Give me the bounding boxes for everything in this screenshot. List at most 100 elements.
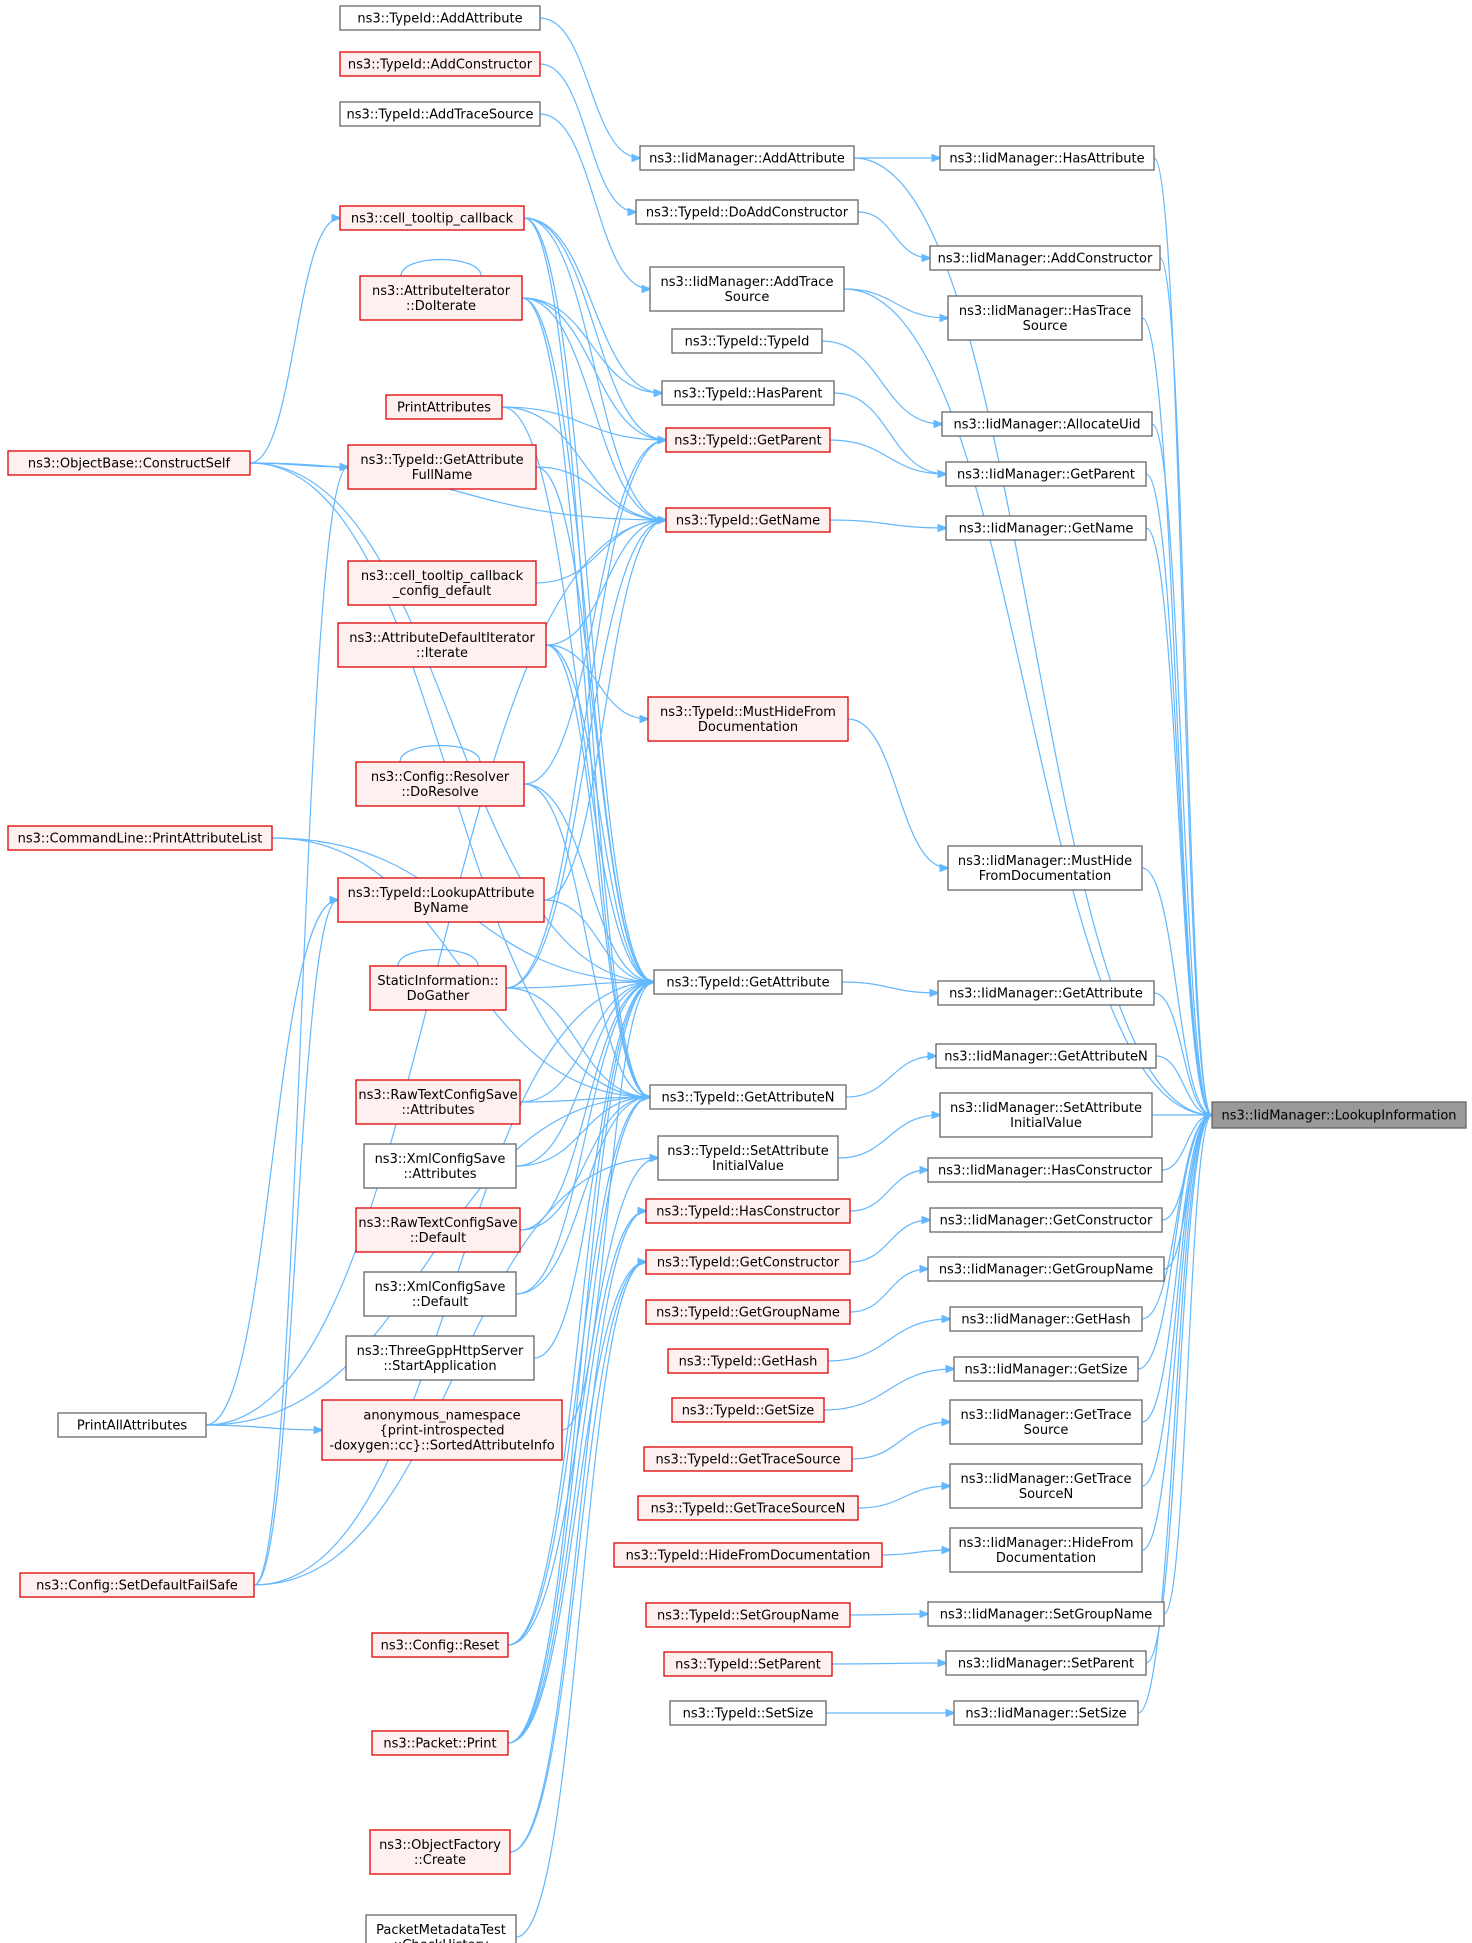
node-tid-hidefrom[interactable]: ns3::TypeId::HideFromDocumentation [613, 1542, 883, 1568]
node-tid-getsize[interactable]: ns3::TypeId::GetSize [671, 1397, 825, 1423]
edge-iid_gethash-to-tid_gethash [827, 1319, 950, 1362]
node-cfg-resolver[interactable]: ns3::Config::Resolver::DoResolve [355, 761, 525, 807]
node-iid-addtrace[interactable]: ns3::IidManager::AddTraceSource [649, 266, 845, 312]
node-tid-typeid[interactable]: ns3::TypeId::TypeId [671, 328, 823, 354]
node-tid-getparent[interactable]: ns3::TypeId::GetParent [665, 427, 831, 453]
node-iid-getctor[interactable]: ns3::IidManager::GetConstructor [929, 1207, 1163, 1233]
node-tid-getctor[interactable]: ns3::TypeId::GetConstructor [645, 1249, 851, 1275]
node-tid-hasctor[interactable]: ns3::TypeId::HasConstructor [645, 1198, 851, 1224]
node-objfactory[interactable]: ns3::ObjectFactory::Create [369, 1829, 511, 1875]
node-label: ns3::TypeId::MustHideFrom [660, 705, 836, 720]
node-iid-hasattr[interactable]: ns3::IidManager::HasAttribute [939, 145, 1155, 171]
node-cell-tooltip[interactable]: ns3::cell_tooltip_callback [339, 205, 525, 231]
node-box [365, 1914, 517, 1943]
node-iid-hasctor[interactable]: ns3::IidManager::HasConstructor [927, 1157, 1163, 1183]
node-printall[interactable]: PrintAllAttributes [57, 1412, 207, 1438]
edge-iid_getsize-to-tid_getsize [823, 1369, 954, 1411]
node-attr-def-iter[interactable]: ns3::AttributeDefaultIterator::Iterate [337, 622, 547, 668]
node-tid-getname[interactable]: ns3::TypeId::GetName [665, 507, 831, 533]
node-tid-setgroup[interactable]: ns3::TypeId::SetGroupName [645, 1602, 851, 1628]
node-anon-sorted[interactable]: anonymous_namespace{print-introspected-d… [321, 1399, 563, 1461]
node-tid-doaddctor[interactable]: ns3::TypeId::DoAddConstructor [635, 199, 859, 225]
node-xml-default[interactable]: ns3::XmlConfigSave::Default [363, 1271, 517, 1317]
node-label: ns3::Config::Resolver [371, 770, 510, 785]
node-iid-addctor[interactable]: ns3::IidManager::AddConstructor [929, 245, 1161, 271]
node-box [639, 145, 855, 171]
node-label: ns3::TypeId::GetTraceSourceN [651, 1502, 846, 1517]
node-threegpp[interactable]: ns3::ThreeGppHttpServer::StartApplicatio… [345, 1335, 535, 1381]
node-tid-getattr[interactable]: ns3::TypeId::GetAttribute [653, 969, 843, 995]
node-tid-getgroup[interactable]: ns3::TypeId::GetGroupName [645, 1299, 851, 1325]
edge-tid_getattr-to-anon_sorted [561, 982, 654, 1431]
node-box [945, 461, 1147, 487]
edge-lookup-to-iid_hasattr [1153, 157, 1212, 1115]
node-tid-getattrn[interactable]: ns3::TypeId::GetAttributeN [649, 1084, 847, 1110]
edge-tid_getattr-to-raw_attrs [519, 982, 654, 1103]
node-pmt-check[interactable]: PacketMetadataTest::CheckHistory [365, 1914, 517, 1943]
node-tid-gettracen[interactable]: ns3::TypeId::GetTraceSourceN [637, 1495, 859, 1521]
node-box [949, 1306, 1143, 1332]
node-raw-attrs[interactable]: ns3::RawTextConfigSave::Attributes [355, 1079, 521, 1125]
node-label: ::Attributes [404, 1167, 477, 1182]
node-iid-setgroup[interactable]: ns3::IidManager::SetGroupName [927, 1601, 1165, 1627]
node-label: ::DoResolve [401, 785, 478, 800]
node-iid-getattr[interactable]: ns3::IidManager::GetAttribute [937, 980, 1155, 1006]
node-label: ns3::TypeId::GetAttribute [666, 976, 829, 991]
edge-tid_hasctor-to-packet_print [507, 1211, 646, 1744]
edge-lookup-to-iid_getname [1145, 527, 1212, 1115]
node-label: ns3::AttributeDefaultIterator [349, 631, 535, 646]
node-lookup[interactable]: ns3::IidManager::LookupInformation [1211, 1101, 1467, 1129]
node-iid-getattrn[interactable]: ns3::IidManager::GetAttributeN [935, 1043, 1157, 1069]
edge-tid_getattrn-to-printall [205, 1097, 650, 1426]
node-cfg-setdef[interactable]: ns3::Config::SetDefaultFailSafe [19, 1572, 255, 1598]
node-iid-addattr[interactable]: ns3::IidManager::AddAttribute [639, 145, 855, 171]
node-label: ns3::IidManager::GetAttribute [949, 987, 1143, 1002]
node-tid-addctor[interactable]: ns3::TypeId::AddConstructor [339, 51, 541, 77]
node-raw-default[interactable]: ns3::RawTextConfigSave::Default [355, 1207, 521, 1253]
node-iid-alloc[interactable]: ns3::IidManager::AllocateUid [941, 411, 1153, 437]
node-tid-setparent[interactable]: ns3::TypeId::SetParent [663, 1651, 833, 1677]
node-iid-musthide[interactable]: ns3::IidManager::MustHideFromDocumentati… [947, 845, 1143, 891]
node-label: ns3::TypeId::HideFromDocumentation [626, 1549, 871, 1564]
node-tid-setsize[interactable]: ns3::TypeId::SetSize [669, 1700, 827, 1726]
node-box [671, 328, 823, 354]
node-box [929, 1207, 1163, 1233]
node-tid-gettrace[interactable]: ns3::TypeId::GetTraceSource [643, 1446, 853, 1472]
node-attr-iter[interactable]: ns3::AttributeIterator::DoIterate [359, 275, 523, 321]
node-cmdline[interactable]: ns3::CommandLine::PrintAttributeList [7, 825, 273, 851]
node-xml-attrs[interactable]: ns3::XmlConfigSave::Attributes [363, 1143, 517, 1189]
node-cfg-reset[interactable]: ns3::Config::Reset [371, 1632, 509, 1658]
node-iid-getname[interactable]: ns3::IidManager::GetName [945, 515, 1147, 541]
node-iid-getparent[interactable]: ns3::IidManager::GetParent [945, 461, 1147, 487]
node-packet-print[interactable]: ns3::Packet::Print [371, 1730, 509, 1756]
edge-iid_hidefrom-to-tid_hidefrom [881, 1550, 950, 1556]
node-iid-setsize[interactable]: ns3::IidManager::SetSize [953, 1700, 1139, 1726]
node-label: ns3::TypeId::HasConstructor [656, 1205, 840, 1220]
node-tid-hasparent[interactable]: ns3::TypeId::HasParent [661, 380, 835, 406]
node-iid-gettrace[interactable]: ns3::IidManager::GetTraceSource [949, 1399, 1143, 1445]
node-iid-getsize[interactable]: ns3::IidManager::GetSize [953, 1356, 1139, 1382]
node-iid-setattrinit[interactable]: ns3::IidManager::SetAttributeInitialValu… [939, 1092, 1153, 1138]
node-cell-tooltip-def[interactable]: ns3::cell_tooltip_callback_config_defaul… [347, 560, 537, 606]
node-objbase[interactable]: ns3::ObjectBase::ConstructSelf [7, 450, 251, 476]
node-iid-setparent[interactable]: ns3::IidManager::SetParent [945, 1650, 1147, 1676]
node-iid-getgroup[interactable]: ns3::IidManager::GetGroupName [927, 1256, 1165, 1282]
node-box [355, 1207, 521, 1253]
node-iid-gettracen[interactable]: ns3::IidManager::GetTraceSourceN [949, 1463, 1143, 1509]
node-print-attrs[interactable]: PrintAttributes [385, 394, 503, 420]
node-tid-addattr[interactable]: ns3::TypeId::AddAttribute [339, 5, 541, 31]
node-box [645, 1299, 851, 1325]
node-iid-hidefrom[interactable]: ns3::IidManager::HideFromDocumentation [949, 1527, 1143, 1573]
node-static-info[interactable]: StaticInformation::DoGather [369, 965, 507, 1011]
edge-tid_getattrn-to-static_info [505, 987, 650, 1097]
edge-tid_getattrn-to-attr_def_iter [545, 644, 650, 1097]
node-iid-gethash[interactable]: ns3::IidManager::GetHash [949, 1306, 1143, 1332]
node-tid-gethash[interactable]: ns3::TypeId::GetHash [667, 1348, 829, 1374]
node-tid-addtrace[interactable]: ns3::TypeId::AddTraceSource [339, 101, 541, 127]
node-box [643, 1446, 853, 1472]
